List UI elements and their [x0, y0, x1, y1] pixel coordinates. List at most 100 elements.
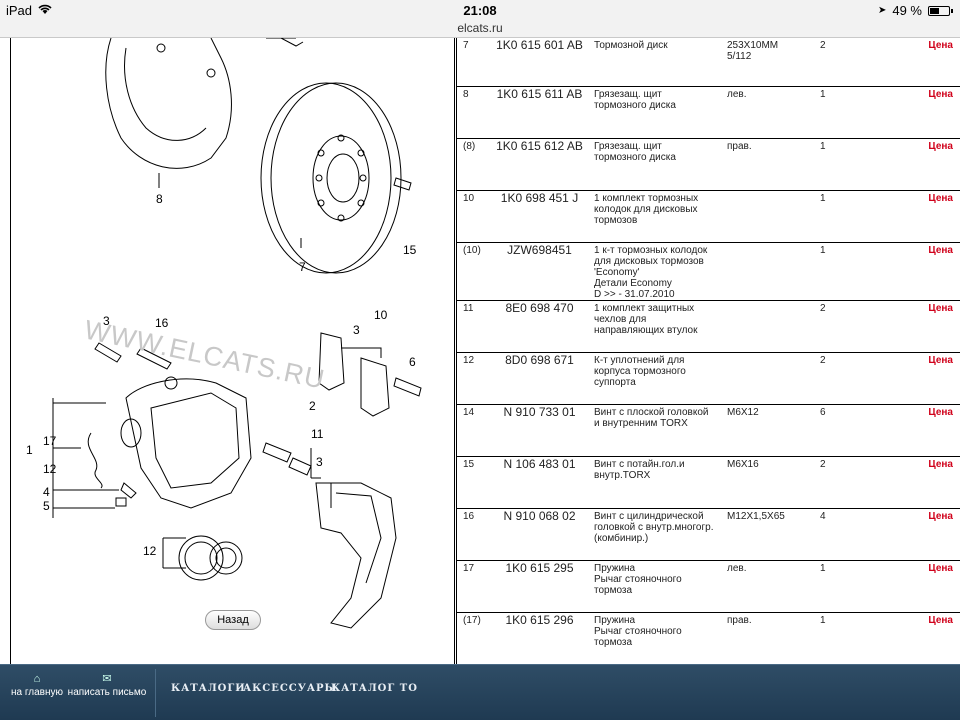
clock: 21:08: [463, 3, 497, 18]
part-note: M6X16: [727, 458, 759, 470]
diagram-callout-5[interactable]: 5: [43, 499, 50, 513]
price-link[interactable]: Цена: [928, 614, 953, 626]
wifi-icon: [38, 3, 52, 18]
part-note: лев.: [727, 562, 747, 574]
part-number[interactable]: 1K0 615 295: [505, 560, 574, 575]
part-note: [727, 300, 820, 352]
part-number[interactable]: 1K0 615 611 AB: [496, 86, 583, 101]
home-icon: ⌂: [33, 673, 41, 685]
part-quantity: 4: [820, 510, 826, 522]
part-note: лев.: [727, 88, 747, 100]
part-number[interactable]: N 910 733 01: [503, 404, 576, 419]
diagram-callout-3[interactable]: 3: [103, 314, 110, 328]
price-link[interactable]: Цена: [928, 244, 953, 256]
diagram-callout-6[interactable]: 6: [409, 355, 416, 369]
price-link[interactable]: Цена: [928, 562, 953, 574]
price-link[interactable]: Цена: [928, 88, 953, 100]
write-mail-button[interactable]: ✉ написать письмо: [62, 673, 152, 698]
price-link[interactable]: Цена: [928, 140, 953, 152]
diagram-callout-2[interactable]: 2: [309, 399, 316, 413]
diagram-callout-12[interactable]: 12: [43, 462, 57, 476]
diagram-callout-10[interactable]: 10: [374, 308, 388, 322]
price-link[interactable]: Цена: [928, 192, 953, 204]
home-button[interactable]: ⌂ на главную: [0, 673, 82, 698]
device-label: iPad: [6, 3, 33, 18]
price-link[interactable]: Цена: [928, 458, 953, 470]
part-number[interactable]: 8E0 698 470: [505, 300, 574, 315]
footer-link-service-catalog[interactable]: КАТАЛОГ ТО: [331, 683, 418, 694]
part-note: [727, 190, 820, 242]
footer-link-accessories[interactable]: АКСЕССУАРЫ: [243, 683, 338, 694]
part-quantity: 2: [820, 40, 826, 51]
footer-nav: ⌂ на главную ✉ написать письмо КАТАЛОГИ …: [0, 664, 960, 720]
diagram-callout-12[interactable]: 12: [143, 544, 157, 558]
part-number[interactable]: N 106 483 01: [503, 456, 576, 471]
diagram-callout-11[interactable]: 11: [311, 427, 324, 441]
part-number[interactable]: N 910 068 02: [503, 508, 576, 523]
part-quantity: 1: [820, 562, 826, 574]
battery-percent: 49 %: [892, 3, 922, 18]
part-number[interactable]: 1K0 615 296: [505, 612, 574, 627]
part-quantity: 6: [820, 406, 826, 418]
part-number[interactable]: 1K0 698 451 J: [500, 190, 579, 205]
part-number[interactable]: JZW698451: [507, 242, 572, 257]
part-position: (17): [463, 614, 481, 626]
address-bar[interactable]: elcats.ru: [0, 20, 960, 38]
part-position: 17: [463, 562, 475, 574]
part-position: 7: [463, 40, 469, 51]
part-number[interactable]: 1K0 615 601 AB: [496, 38, 583, 52]
part-quantity: 1: [820, 140, 826, 152]
part-position: 10: [463, 192, 475, 204]
part-position: 8: [463, 88, 469, 100]
diagram-callout-8[interactable]: 8: [156, 192, 163, 206]
part-position: 12: [463, 354, 475, 366]
diagram-callout-7[interactable]: 7: [299, 260, 306, 274]
diagram-callout-16[interactable]: 16: [155, 316, 169, 330]
part-position: 16: [463, 510, 475, 522]
part-quantity: 2: [820, 354, 826, 366]
price-link[interactable]: Цена: [928, 40, 953, 51]
price-link[interactable]: Цена: [928, 510, 953, 522]
diagram-callout-1[interactable]: 1: [26, 443, 33, 457]
diagram-callout-3[interactable]: 3: [316, 455, 323, 469]
price-link[interactable]: Цена: [928, 354, 953, 366]
price-link[interactable]: Цена: [928, 406, 953, 418]
part-quantity: 1: [820, 614, 826, 626]
price-link[interactable]: Цена: [928, 302, 953, 314]
part-number[interactable]: 1K0 615 612 AB: [496, 138, 583, 153]
mail-label: написать письмо: [67, 687, 147, 698]
back-button[interactable]: Назад: [205, 610, 261, 630]
part-position: (10): [463, 244, 481, 256]
diagram-callout-4[interactable]: 4: [43, 485, 50, 499]
part-number[interactable]: 8D0 698 671: [505, 352, 574, 367]
diagram-callout-17[interactable]: 17: [43, 434, 57, 448]
footer-link-catalogs[interactable]: КАТАЛОГИ: [171, 683, 246, 694]
battery-icon: [928, 5, 953, 16]
diagram-callout-3[interactable]: 3: [353, 323, 360, 337]
footer-divider: [155, 669, 156, 717]
diagram-callout-15[interactable]: 15: [403, 243, 417, 257]
